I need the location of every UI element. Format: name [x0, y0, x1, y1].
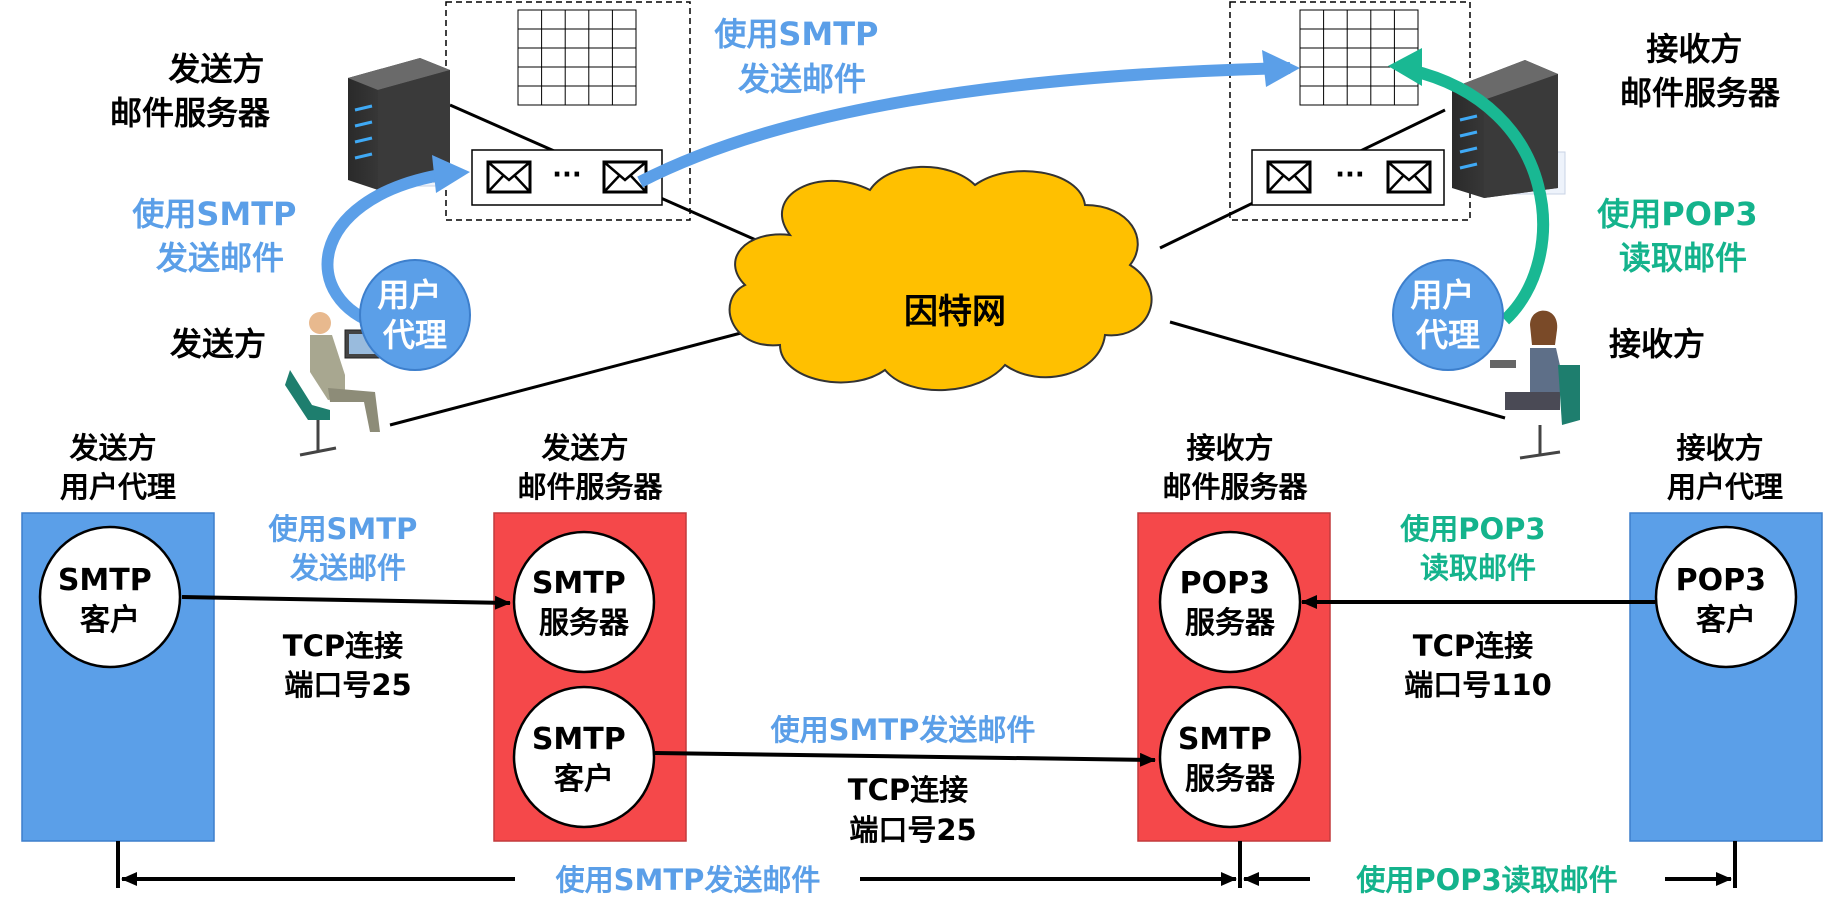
span-pop3-label: 使用POP3读取邮件	[1355, 863, 1617, 897]
smtp-transfer-arrow	[637, 62, 1291, 188]
link3-bottom-label: TCP连接 端口号110	[1404, 629, 1552, 702]
pop3-right-label: 使用POP3 读取邮件	[1596, 195, 1769, 277]
smtp-top-label: 使用SMTP 发送邮件	[713, 15, 889, 98]
internet-cloud	[728, 165, 1153, 392]
smtp-submit-arrowhead	[432, 155, 470, 193]
pop3-read-arrowhead	[1388, 48, 1422, 86]
pop3-client-node: POP3 客户	[1654, 525, 1798, 669]
queue-ellipsis: ···	[552, 160, 582, 190]
queue-ellipsis: ···	[1335, 160, 1365, 190]
svg-text:POP3 客户: POP3 客户	[1676, 563, 1777, 638]
sender-person-label: 发送方	[170, 325, 266, 363]
col-sender-mail-server-title: 发送方 邮件服务器	[517, 431, 663, 504]
receiver-person-label: 接收方	[1609, 325, 1705, 363]
receiver-server-dashed-box	[1229, 1, 1471, 221]
svg-text:SMTP 客户: SMTP 客户	[532, 722, 636, 797]
pop3-server-node: POP3 服务器	[1158, 530, 1302, 674]
link-sender-to-cloud	[389, 326, 761, 427]
smtp-client-node-1: SMTP 客户	[38, 525, 182, 669]
col-receiver-mail-server-title: 接收方 邮件服务器	[1162, 431, 1308, 504]
svg-text:POP3 服务器: POP3 服务器	[1180, 566, 1281, 641]
envelope-icon	[1266, 160, 1312, 194]
sender-server-label: 发送方 邮件服务器	[110, 50, 276, 132]
envelope-icon	[486, 160, 532, 194]
svg-text:SMTP 服务器: SMTP 服务器	[1178, 722, 1282, 797]
col-receiver-user-agent-title: 接收方 用户代理	[1667, 431, 1783, 504]
svg-text:用户 代理: 用户 代理	[377, 276, 452, 354]
internet-label: 因特网	[904, 292, 1006, 332]
link1-top-label: 使用SMTP 发送邮件	[268, 512, 428, 585]
smtp-client-node-2: SMTP 客户	[512, 685, 656, 829]
envelope-icon	[1386, 160, 1432, 194]
smtp-server-node-2: SMTP 服务器	[1158, 685, 1302, 829]
smtp-submit-arrow	[321, 169, 442, 331]
receiver-mailbox-grid	[1299, 9, 1419, 106]
link3-top-label: 使用POP3 读取邮件	[1399, 512, 1555, 585]
user-agent-left-badge: 用户 代理	[359, 259, 471, 371]
link-cloud-to-receiver	[1169, 320, 1506, 420]
user-agent-right-badge: 用户 代理	[1392, 259, 1504, 371]
svg-text:SMTP 服务器: SMTP 服务器	[532, 566, 636, 641]
smtp-left-label: 使用SMTP 发送邮件	[131, 195, 307, 277]
sender-mailbox-grid	[517, 9, 637, 106]
link1-bottom-label: TCP连接 端口号25	[283, 629, 413, 702]
svg-text:SMTP 客户: SMTP 客户	[58, 563, 162, 638]
link-smtp-relay	[654, 751, 1156, 767]
span-smtp-label: 使用SMTP发送邮件	[555, 863, 821, 897]
sender-server-icon	[348, 58, 450, 190]
pop3-read-arrow	[1408, 64, 1549, 325]
link-smtp-submit	[181, 595, 511, 610]
receiver-person-icon	[1490, 310, 1580, 460]
smtp-transfer-arrowhead	[1262, 50, 1300, 87]
smtp-server-node-1: SMTP 服务器	[512, 530, 656, 674]
link2-bottom-label: TCP连接 端口号25	[848, 773, 978, 847]
receiver-server-label: 接收方 邮件服务器	[1620, 30, 1781, 112]
svg-text:用户 代理: 用户 代理	[1410, 276, 1485, 354]
col-sender-user-agent-title: 发送方 用户代理	[60, 431, 176, 504]
link2-top-label: 使用SMTP发送邮件	[770, 713, 1036, 747]
